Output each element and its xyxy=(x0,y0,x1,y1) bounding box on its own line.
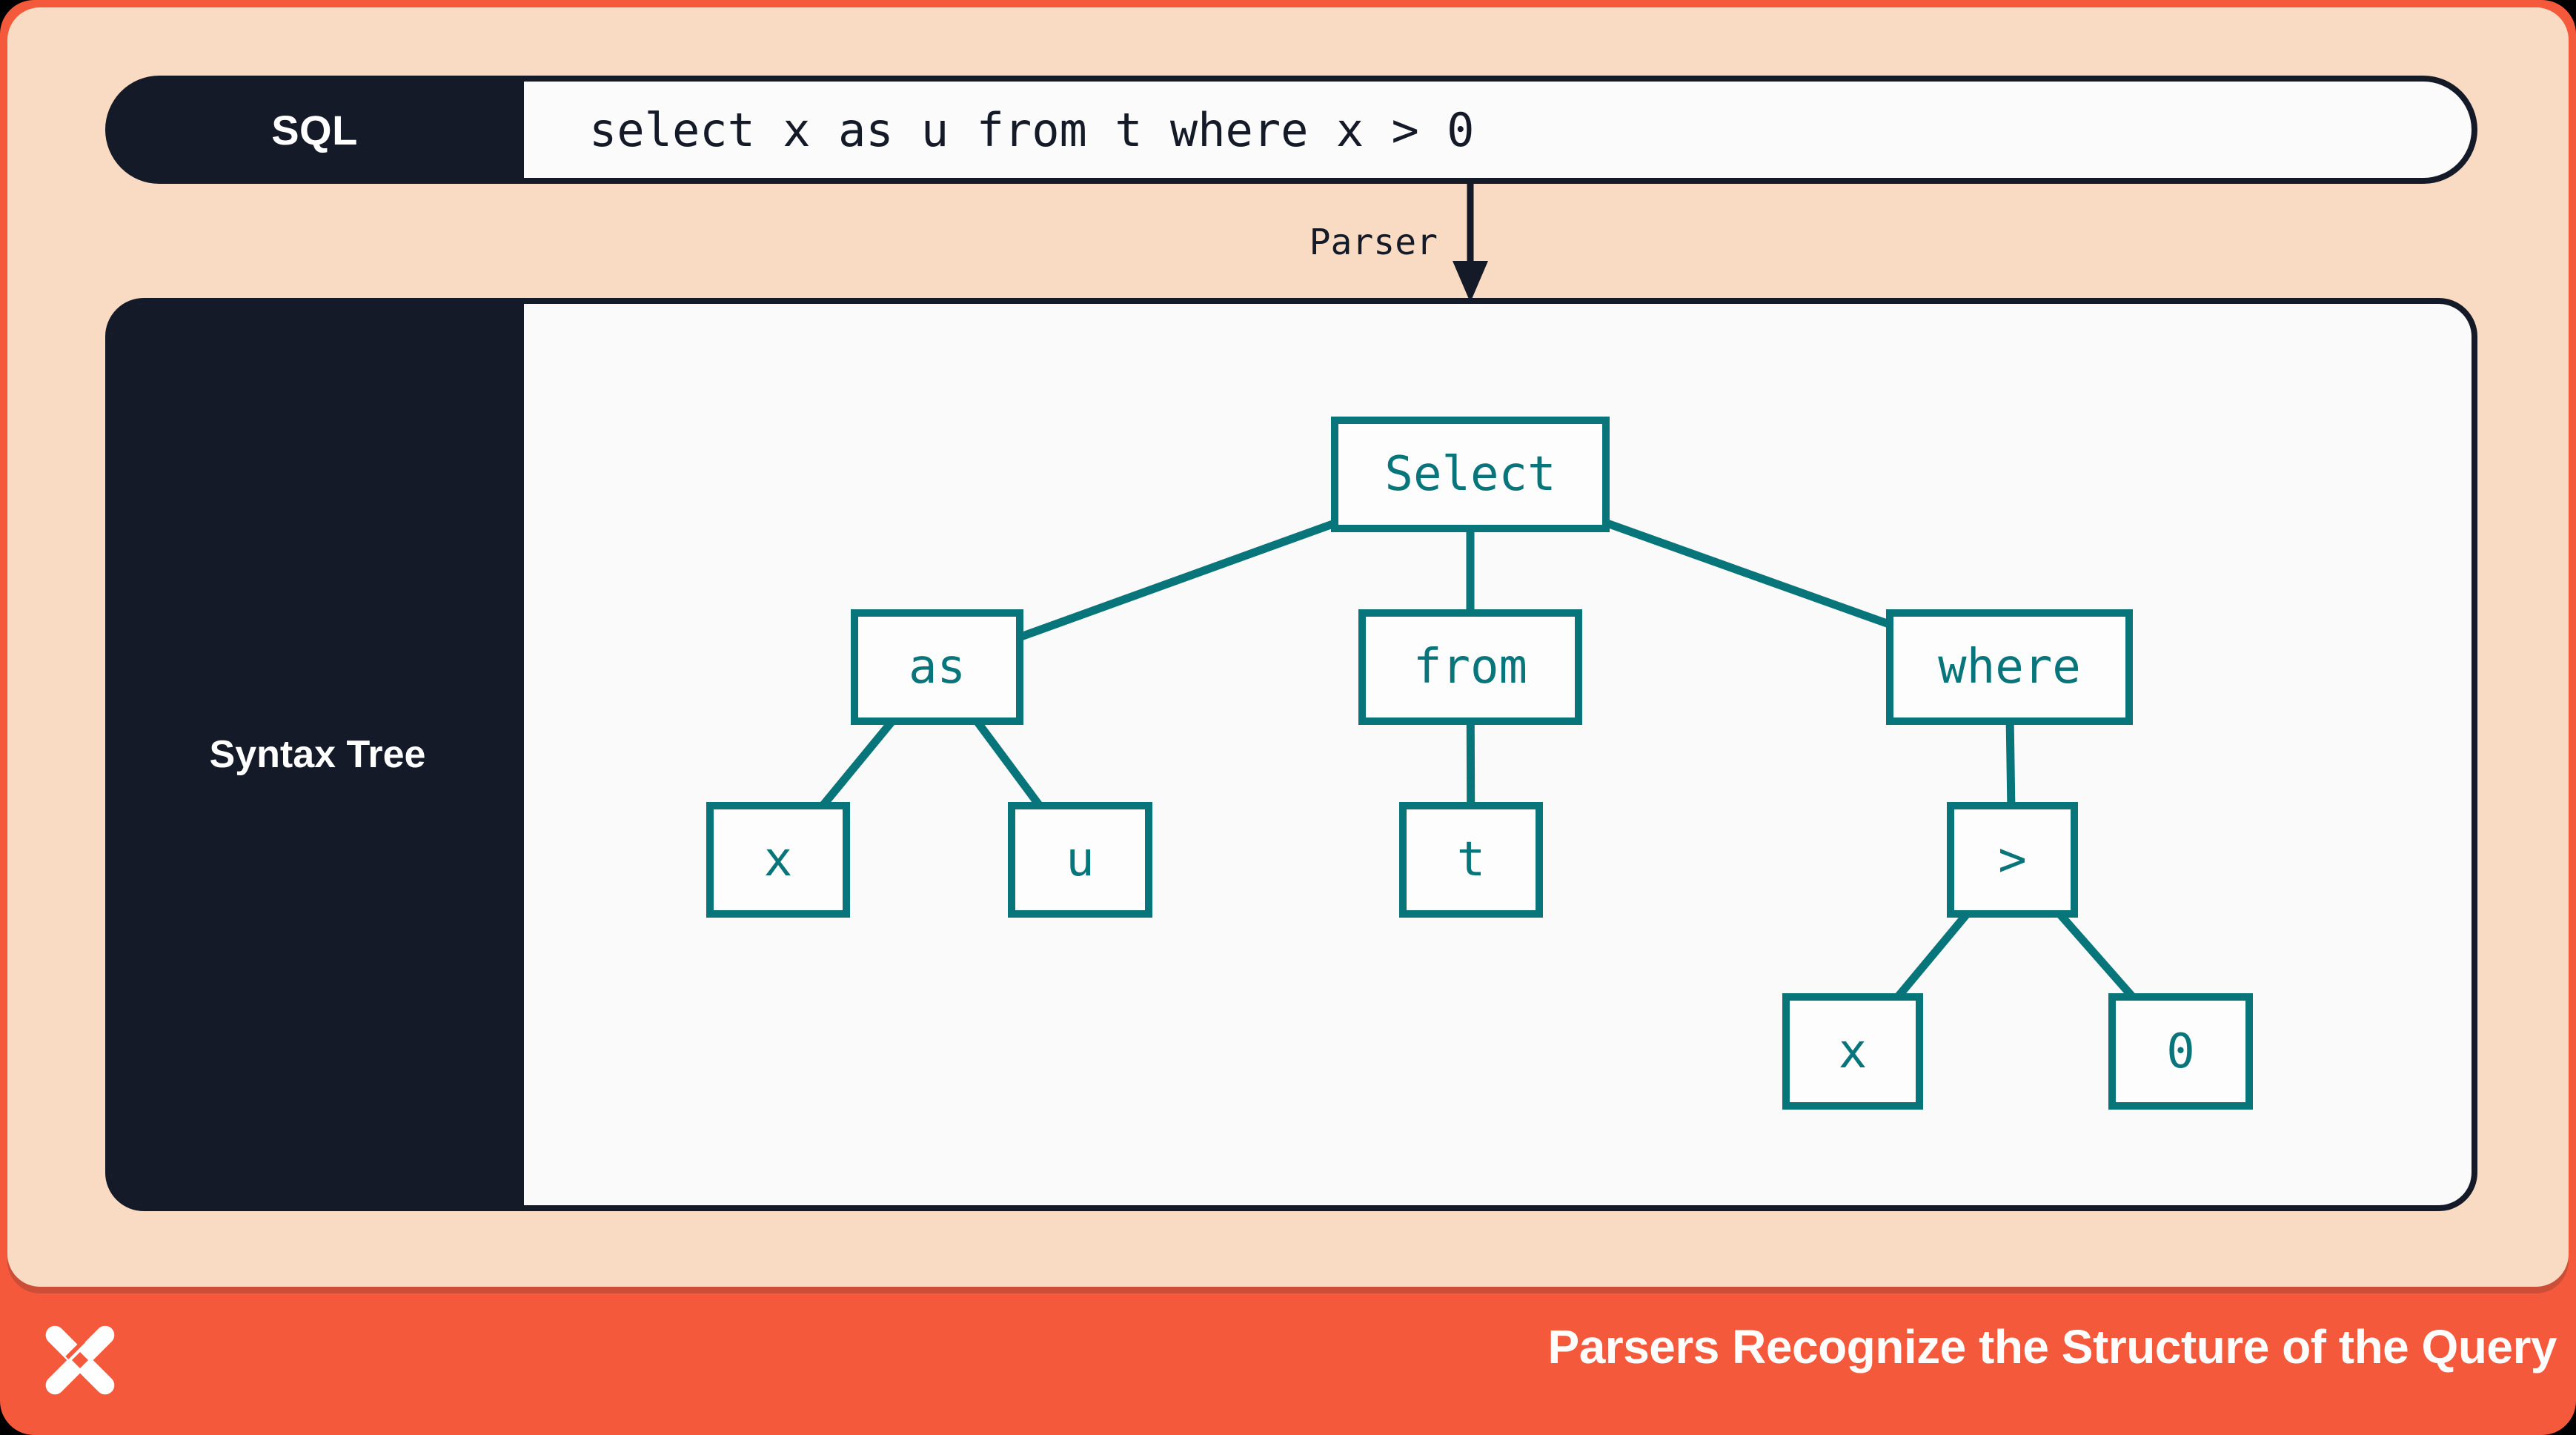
syntax-tree-sidebar: Syntax Tree xyxy=(111,304,524,1205)
tree-node-as: as xyxy=(851,609,1023,725)
footer-caption: Parsers Recognize the Structure of the Q… xyxy=(1547,1320,2557,1373)
parser-label: Parser xyxy=(1309,222,1438,263)
sql-query-field: select x as u from t where x > 0 xyxy=(524,82,2472,178)
syntax-tree-panel: Syntax Tree xyxy=(105,298,2477,1211)
tree-node-u: u xyxy=(1008,802,1152,918)
tree-node-zero: 0 xyxy=(2108,993,2253,1110)
slide-card: SQL select x as u from t where x > 0 Par… xyxy=(7,7,2569,1287)
sql-query-text: select x as u from t where x > 0 xyxy=(589,102,1475,157)
tree-node-where: where xyxy=(1886,609,2133,725)
tree-node-from: from xyxy=(1358,609,1582,725)
syntax-tree-label: Syntax Tree xyxy=(209,733,426,776)
tree-node-x-alias: x xyxy=(706,802,850,918)
tree-node-gt: > xyxy=(1947,802,2078,918)
tree-node-select: Select xyxy=(1331,417,1610,532)
tree-node-t: t xyxy=(1399,802,1543,918)
parser-arrow-icon xyxy=(1453,184,1488,302)
sql-bar: SQL select x as u from t where x > 0 xyxy=(105,76,2477,184)
sql-bar-label: SQL xyxy=(271,106,358,153)
x-pinwheel-logo-icon xyxy=(45,1325,115,1395)
tree-node-x-condition: x xyxy=(1782,993,1923,1110)
